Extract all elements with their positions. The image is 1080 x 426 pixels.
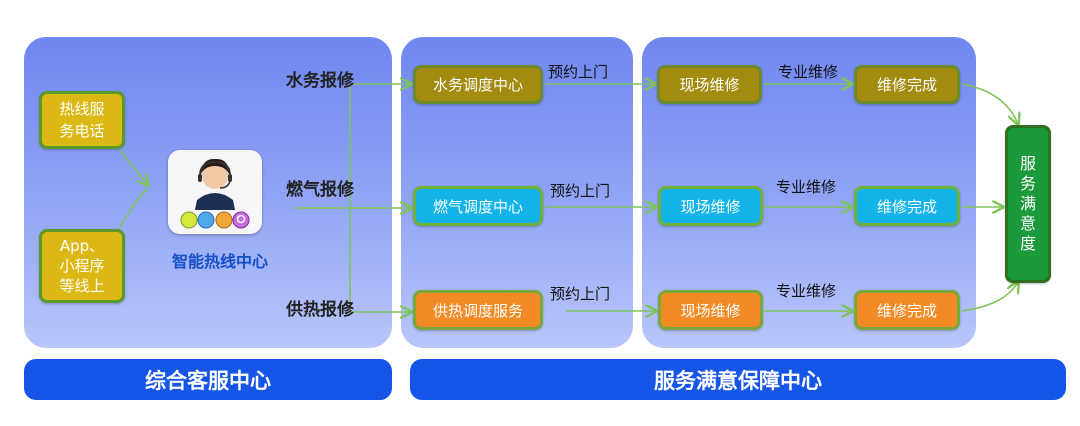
customer-service-bar: 综合客服中心 (24, 359, 392, 400)
customer-service-bar-label: 综合客服中心 (145, 368, 271, 393)
professional-label-1: 专业维修 (778, 63, 839, 81)
dispatch-heat: 供热调度服务 (413, 290, 543, 330)
satisfaction-guarantee-bar: 服务满意保障中心 (410, 359, 1066, 400)
app-node: App、 小程序 等线上 (39, 229, 125, 303)
dispatch-gas-label: 燃气调度中心 (432, 197, 523, 216)
category-gas: 燃气报修 (286, 180, 354, 200)
category-water: 水务报修 (286, 71, 354, 91)
satisfaction-guarantee-bar-label: 服务满意保障中心 (654, 368, 822, 393)
professional-label-2: 专业维修 (776, 178, 837, 196)
appointment-label-3: 预约上门 (550, 285, 611, 303)
complete-gas: 维修完成 (854, 186, 960, 226)
service-icons (180, 211, 250, 229)
appointment-label-1: 预约上门 (548, 63, 609, 81)
onsite-heat: 现场维修 (658, 290, 763, 330)
dispatch-gas: 燃气调度中心 (413, 186, 543, 226)
complete-water: 维修完成 (854, 65, 960, 104)
hotline-node: 热线服 务电话 (39, 91, 125, 149)
dispatch-water: 水务调度中心 (413, 65, 543, 104)
dispatch-heat-label: 供热调度服务 (432, 301, 523, 320)
onsite-heat-label: 现场维修 (680, 301, 741, 320)
onsite-gas-label: 现场维修 (680, 197, 741, 216)
agent-icon (168, 150, 262, 234)
smart-hotline-label: 智能热线中心 (171, 252, 268, 271)
satisfaction-node: 服 务 满 意 度 (1005, 125, 1051, 283)
complete-heat-label: 维修完成 (876, 301, 937, 320)
onsite-gas: 现场维修 (658, 186, 763, 226)
satisfaction-label: 服 务 满 意 度 (1019, 154, 1036, 253)
onsite-water-label: 现场维修 (679, 76, 740, 94)
onsite-water: 现场维修 (657, 65, 762, 104)
complete-water-label: 维修完成 (876, 76, 937, 94)
dispatch-water-label: 水务调度中心 (432, 76, 523, 94)
category-heat: 供热报修 (286, 300, 354, 320)
hotline-label: 热线服 务电话 (59, 100, 105, 140)
app-label: App、 小程序 等线上 (59, 237, 105, 295)
professional-label-3: 专业维修 (776, 282, 837, 300)
appointment-label-2: 预约上门 (550, 182, 611, 200)
complete-heat: 维修完成 (854, 290, 960, 330)
complete-gas-label: 维修完成 (876, 197, 937, 216)
